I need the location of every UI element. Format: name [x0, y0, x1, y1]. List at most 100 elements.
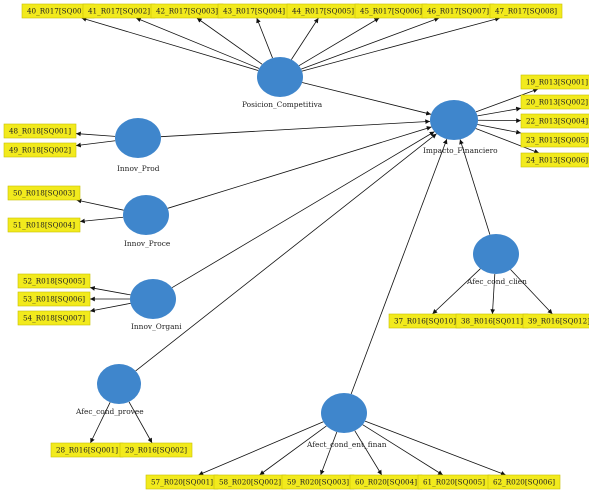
- indicator-node: 47_R017[SQ008]: [489, 3, 563, 19]
- latent-node: Innov_Organi: [130, 279, 182, 331]
- indicator-box: [119, 442, 193, 458]
- indicator-label: 22_R013[SQ004]: [526, 117, 588, 126]
- loading-arrow: [75, 140, 116, 148]
- loading-arrow: [475, 88, 539, 113]
- loading-arrow: [89, 302, 131, 313]
- loading-arrow: [510, 269, 553, 315]
- indicator-box: [3, 123, 77, 139]
- latent-label: Innov_Proce: [124, 239, 170, 248]
- path-arrow: [302, 82, 432, 116]
- loading-arrow: [259, 425, 327, 476]
- path-arrow: [459, 139, 491, 235]
- indicator-node: 46_R017[SQ007]: [421, 3, 495, 19]
- loading-arrow: [81, 17, 259, 71]
- edges-layer: [75, 16, 553, 476]
- loading-arrow: [364, 420, 506, 476]
- loading-arrow: [256, 17, 273, 59]
- indicator-node: 62_R020[SQ006]: [487, 474, 561, 490]
- indicator-box: [520, 152, 589, 168]
- latent-ellipse: [115, 118, 161, 158]
- indicator-box: [17, 310, 91, 326]
- indicator-label: 59_R020[SQ003]: [287, 478, 349, 487]
- indicator-box: [520, 94, 589, 110]
- indicator-box: [17, 291, 91, 307]
- indicator-node: 50_R018[SQ003]: [7, 185, 81, 201]
- latent-label: Innov_Prod: [117, 164, 160, 173]
- indicator-node: 28_R016[SQ001]: [50, 442, 124, 458]
- loading-arrow: [79, 216, 124, 224]
- indicator-label: 53_R018[SQ006]: [23, 295, 85, 304]
- loading-arrow: [196, 17, 263, 65]
- indicator-label: 20_R013[SQ002]: [526, 98, 588, 107]
- indicator-node: 57_R020[SQ001]: [145, 474, 219, 490]
- loading-arrow: [477, 106, 522, 117]
- latent-node: Impacto_Financiero: [423, 100, 498, 155]
- latent-node: Innov_Proce: [123, 195, 170, 248]
- indicator-label: 48_R018[SQ001]: [9, 127, 71, 136]
- indicator-label: 23_R013[SQ005]: [526, 136, 588, 145]
- loading-arrow: [291, 17, 319, 60]
- latent-label: Afec_cond_clien: [466, 277, 527, 286]
- loading-arrow: [354, 430, 383, 476]
- loading-arrow: [301, 17, 440, 70]
- indicator-label: 60_R020[SQ004]: [355, 478, 417, 487]
- indicator-label: 62_R020[SQ006]: [493, 478, 555, 487]
- indicator-label: 29_R016[SQ002]: [125, 446, 187, 455]
- latent-node: Afect_cond_ent_finan: [306, 393, 387, 449]
- indicator-node: 20_R013[SQ002]: [520, 94, 589, 110]
- indicator-box: [489, 3, 563, 19]
- loading-arrow: [198, 421, 324, 476]
- latent-ellipse: [473, 234, 519, 274]
- loading-arrow: [362, 424, 444, 476]
- indicator-label: 39_R016[SQ012]: [528, 317, 589, 326]
- indicator-label: 58_R020[SQ002]: [219, 478, 281, 487]
- indicator-box: [17, 273, 91, 289]
- loading-arrow: [90, 402, 111, 444]
- latent-label: Impacto_Financiero: [423, 146, 498, 155]
- loading-arrow: [490, 273, 496, 315]
- indicator-label: 50_R018[SQ003]: [13, 189, 75, 198]
- latent-node: Innov_Prod: [115, 118, 161, 173]
- indicator-label: 51_R018[SQ004]: [13, 221, 75, 230]
- indicator-node: 23_R013[SQ005]: [520, 132, 589, 148]
- indicator-label: 52_R018[SQ005]: [23, 277, 85, 286]
- loading-arrow: [477, 124, 522, 135]
- indicator-node: 37_R016[SQ010]: [388, 313, 462, 329]
- loading-arrow: [135, 17, 260, 69]
- indicator-node: 29_R016[SQ002]: [119, 442, 193, 458]
- indicator-label: 43_R017[SQ004]: [223, 7, 285, 16]
- indicator-node: 58_R020[SQ002]: [213, 474, 287, 490]
- indicator-label: 61_R020[SQ005]: [423, 478, 485, 487]
- indicator-node: 24_R013[SQ006]: [520, 152, 589, 168]
- loading-arrow: [128, 401, 153, 444]
- indicator-label: 24_R013[SQ006]: [526, 156, 588, 165]
- indicator-label: 47_R017[SQ008]: [495, 7, 557, 16]
- latent-label: Afec_cond_provee: [75, 407, 144, 416]
- loading-arrow: [432, 268, 481, 315]
- indicator-label: 19_R013[SQ001]: [526, 78, 588, 87]
- latent-ellipse: [430, 100, 478, 140]
- indicator-node: 19_R013[SQ001]: [520, 74, 589, 90]
- indicator-label: 57_R020[SQ001]: [151, 478, 213, 487]
- loading-arrow: [76, 198, 124, 211]
- indicator-node: 38_R016[SQ011]: [455, 313, 529, 329]
- indicator-node: 54_R018[SQ007]: [17, 310, 91, 326]
- indicator-node: 22_R013[SQ004]: [520, 113, 589, 129]
- loading-arrow: [320, 431, 338, 476]
- loading-arrow: [301, 16, 501, 72]
- indicator-label: 37_R016[SQ010]: [394, 317, 456, 326]
- indicator-box: [522, 313, 589, 329]
- path-arrow: [167, 126, 432, 209]
- indicator-box: [520, 132, 589, 148]
- indicator-node: 41_R017[SQ002]: [82, 3, 156, 19]
- indicator-node: 52_R018[SQ005]: [17, 273, 91, 289]
- indicator-node: 42_R017[SQ003]: [150, 3, 224, 19]
- indicator-node: 39_R016[SQ012]: [522, 313, 589, 329]
- loading-arrow: [475, 128, 540, 154]
- path-arrow: [171, 131, 435, 289]
- indicator-node: 43_R017[SQ004]: [217, 3, 291, 19]
- path-arrow: [135, 133, 437, 372]
- indicator-label: 42_R017[SQ003]: [156, 7, 218, 16]
- indicator-label: 41_R017[SQ002]: [88, 7, 150, 16]
